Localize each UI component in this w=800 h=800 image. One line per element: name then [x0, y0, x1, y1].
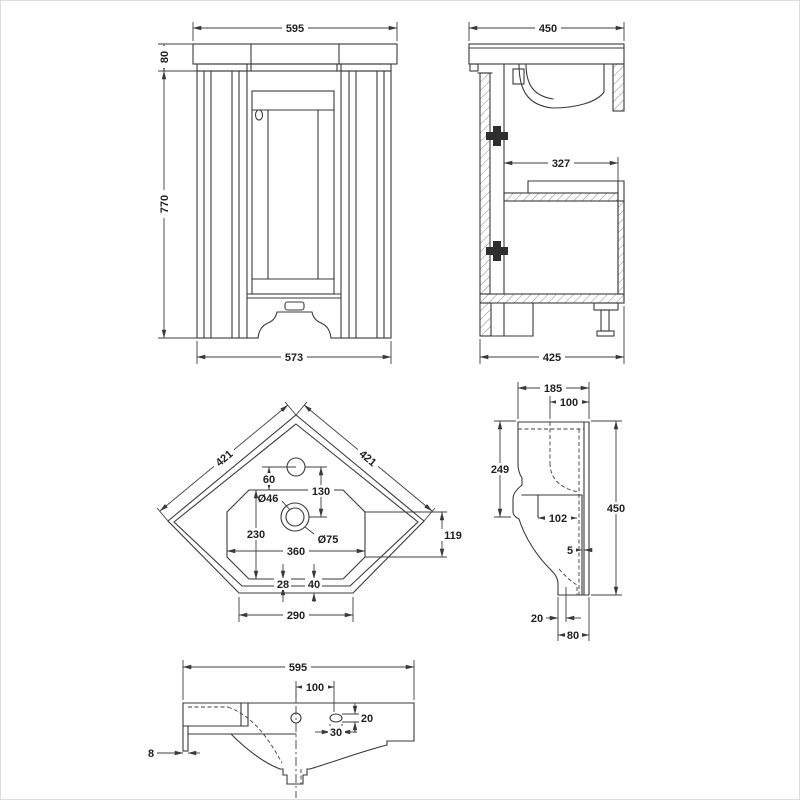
dim-plan-gap-inner: 28 — [274, 578, 291, 591]
vent-slot — [284, 301, 305, 311]
basin-side-view: 185 100 249 450 102 5 20 80 — [487, 382, 629, 642]
svg-text:8: 8 — [148, 748, 154, 760]
shelf — [503, 192, 619, 202]
svg-text:290: 290 — [287, 610, 305, 622]
svg-text:80: 80 — [567, 630, 579, 642]
dim-bside-base-depth: 80 — [565, 629, 582, 642]
svg-text:770: 770 — [159, 195, 171, 213]
dim-bside-back-gap: 5 — [564, 544, 576, 557]
hinge-icon — [486, 241, 508, 261]
svg-text:100: 100 — [560, 397, 578, 409]
svg-text:5: 5 — [567, 545, 573, 557]
counter-rim — [196, 63, 392, 72]
svg-text:595: 595 — [286, 23, 304, 35]
svg-text:20: 20 — [361, 713, 373, 725]
tap-hole-slot — [329, 713, 343, 723]
svg-text:Ø46: Ø46 — [258, 493, 279, 505]
svg-text:185: 185 — [544, 383, 562, 395]
svg-text:450: 450 — [539, 23, 557, 35]
svg-text:30: 30 — [330, 727, 342, 739]
dim-bside-inner-width: 102 — [545, 512, 571, 525]
front-leg — [479, 302, 492, 337]
svg-text:20: 20 — [531, 613, 543, 625]
dim-front-width-top: 595 — [282, 22, 308, 35]
svg-text:425: 425 — [543, 352, 561, 364]
dim-plan-bowl-depth: 230 — [243, 528, 269, 541]
svg-text:100: 100 — [306, 682, 324, 694]
cabinet-front-view: 595 80 770 573 — [158, 22, 398, 364]
dim-side-shelf-depth: 327 — [548, 157, 574, 170]
dim-bside-ledge-depth: 100 — [556, 396, 582, 409]
svg-text:60: 60 — [263, 474, 275, 486]
dim-side-depth-top: 450 — [535, 22, 561, 35]
dim-bside-outlet-inset: 20 — [529, 612, 546, 625]
bottom-panel — [479, 293, 625, 304]
dim-front-counter-height: 80 — [158, 46, 171, 68]
back-rail — [612, 63, 625, 112]
dim-plan-tap-offset: 60 — [261, 473, 278, 486]
dim-front-width-bottom: 573 — [281, 351, 307, 364]
bowl-curve-right — [309, 744, 388, 770]
dim-side-depth-bottom: 425 — [539, 351, 565, 364]
basin-front-view: 595 100 20 30 8 — [146, 660, 415, 798]
overflow-detail — [512, 68, 525, 85]
dim-bfront-taphole-width: 30 — [328, 726, 345, 739]
left-pilaster — [196, 70, 248, 339]
dim-bfront-width: 595 — [285, 661, 311, 674]
svg-text:249: 249 — [491, 464, 509, 476]
dim-bside-height-total: 450 — [603, 502, 629, 515]
dim-plan-waste-inner: Ø46 — [254, 492, 282, 505]
right-pilaster — [340, 70, 392, 339]
waste-hole-inner — [285, 507, 305, 527]
svg-text:450: 450 — [607, 503, 625, 515]
bowl-curve-left — [230, 733, 281, 770]
dim-plan-front-width: 290 — [283, 609, 309, 622]
svg-text:595: 595 — [289, 662, 307, 674]
dim-bfront-taphole-height: 20 — [359, 712, 376, 725]
waste-hole-outer — [280, 502, 310, 532]
dim-front-body-height: 770 — [158, 190, 171, 218]
svg-text:327: 327 — [552, 158, 570, 170]
svg-text:130: 130 — [312, 486, 330, 498]
dim-bside-depth-total: 185 — [540, 382, 566, 395]
basin-bowl-profile — [518, 63, 605, 109]
hinge-icon — [486, 126, 508, 146]
basin-side-profile — [512, 421, 590, 596]
dim-plan-corner-edge: 119 — [440, 529, 466, 542]
svg-text:573: 573 — [285, 352, 303, 364]
svg-text:119: 119 — [444, 530, 462, 542]
svg-text:40: 40 — [308, 579, 320, 591]
dim-bfront-tap-offset: 100 — [302, 681, 328, 694]
svg-text:Ø75: Ø75 — [318, 534, 339, 546]
door-knob — [254, 109, 264, 121]
dim-plan-waste-outer: Ø75 — [314, 533, 342, 546]
svg-text:80: 80 — [159, 51, 171, 63]
svg-text:28: 28 — [277, 579, 289, 591]
waste-trap — [279, 768, 311, 785]
overflow-hole — [290, 712, 302, 724]
dim-plan-tap-to-waste: 130 — [308, 485, 334, 498]
cabinet-door — [251, 90, 335, 295]
cabinet-side-view: 450 327 425 — [468, 22, 625, 364]
svg-text:230: 230 — [247, 529, 265, 541]
plinth-arch — [257, 311, 332, 339]
dim-bfront-rim-lip: 8 — [146, 747, 157, 760]
svg-text:360: 360 — [287, 546, 305, 558]
adjustable-foot — [593, 302, 619, 337]
dim-bside-front-height: 249 — [487, 463, 513, 476]
basin-plan-view: 421 421 60 130 Ø46 Ø75 230 360 — [156, 401, 466, 622]
svg-text:102: 102 — [549, 513, 567, 525]
countertop-side — [468, 43, 625, 65]
door-side-panel — [479, 72, 491, 295]
dim-plan-bowl-width: 360 — [283, 545, 309, 558]
counter-outline — [167, 414, 425, 594]
countertop — [192, 43, 398, 65]
dim-plan-gap-outer: 40 — [305, 578, 322, 591]
